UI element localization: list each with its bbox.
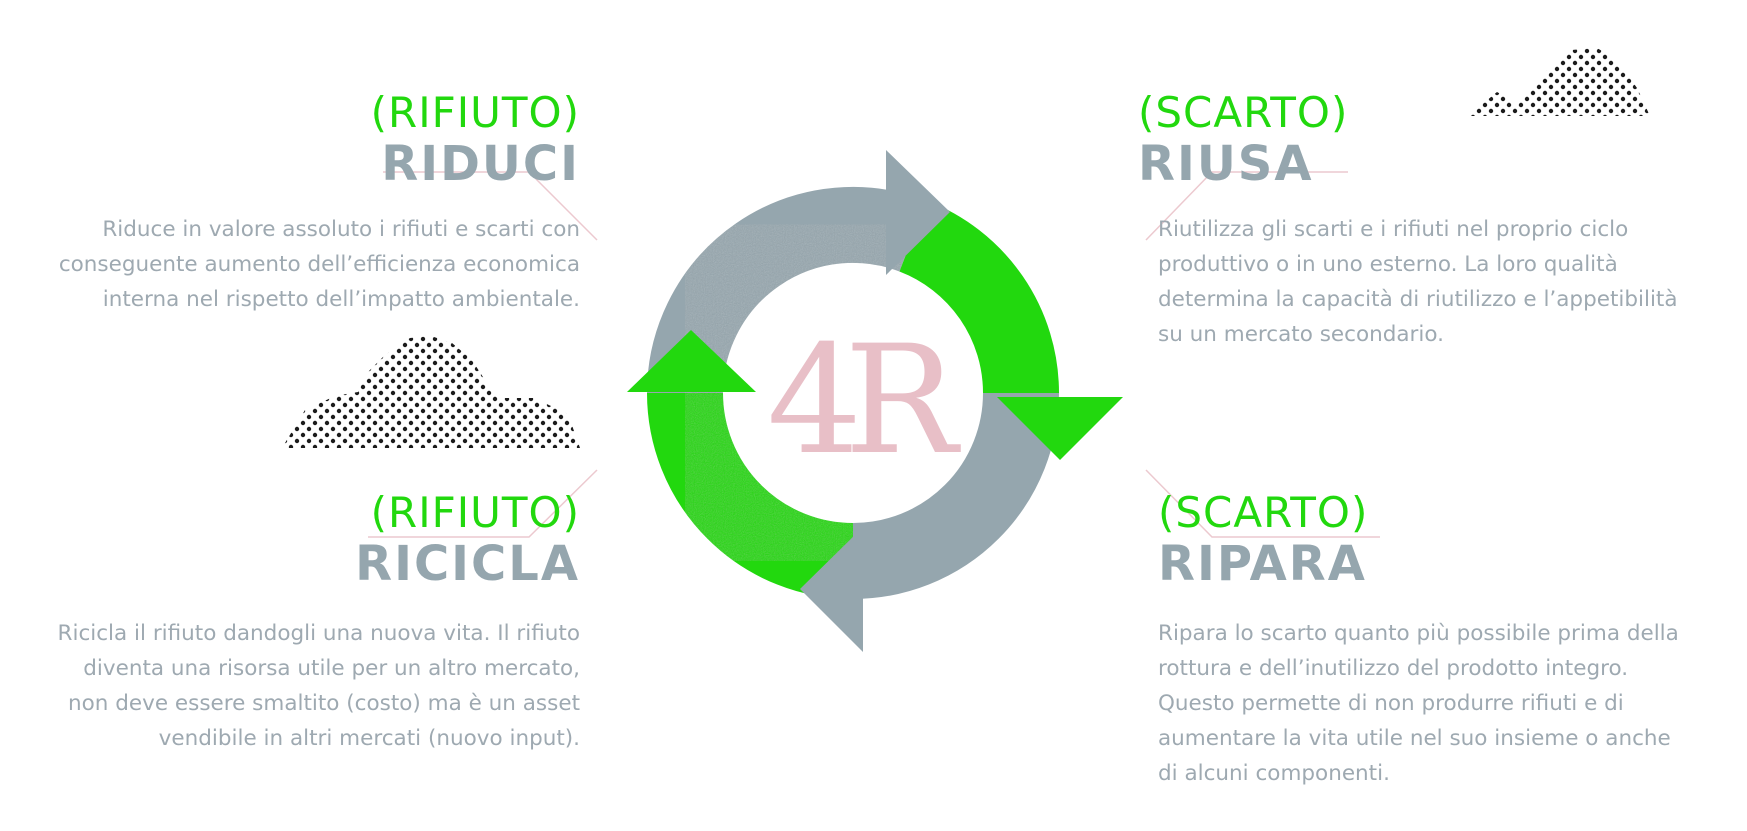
- cycle-arrowheads: [627, 150, 1123, 652]
- quadrant-tag: (RIFIUTO): [370, 488, 580, 537]
- quadrant-bottom-right: (SCARTO) RIPARA: [1158, 488, 1369, 592]
- description-line: Riduce in valore assoluto i rifiuti e sc…: [102, 217, 580, 242]
- quadrant-title: RIUSA: [1138, 136, 1314, 192]
- description-line: di alcuni componenti.: [1158, 761, 1390, 786]
- ring-arc-top-right: [898, 200, 1059, 395]
- quadrant-bottom-left: (RIFIUTO) RICICLA: [355, 488, 580, 592]
- quadrant-title: RIPARA: [1158, 536, 1367, 592]
- quadrant-description: Riduce in valore assoluto i rifiuti e sc…: [59, 212, 580, 317]
- quadrant-description: Ricicla il rifiuto dandogli una nuova vi…: [58, 616, 580, 756]
- description-line: conseguente aumento dell’efficienza econ…: [58, 252, 580, 277]
- connector-line-top-left: [383, 171, 598, 241]
- description-line: Riutilizza gli scarti e i rifiuti nel pr…: [1158, 217, 1629, 242]
- arrow-head-right: [997, 397, 1123, 460]
- arrow-head-bottom: [800, 527, 863, 652]
- description-line: Ricicla il rifiuto dandogli una nuova vi…: [57, 621, 580, 646]
- description-line: determina la capacità di riutilizzo e l’…: [1158, 287, 1678, 312]
- ring-arc-bottom-right: [852, 392, 1059, 599]
- connector-line-bottom-left: [368, 469, 598, 538]
- arrow-head-top: [886, 150, 950, 275]
- quadrant-description: Ripara lo scarto quanto più possibile pr…: [1158, 616, 1679, 791]
- connector-line-top-right: [1145, 171, 1348, 241]
- quadrant-description: Riutilizza gli scarti e i rifiuti nel pr…: [1158, 212, 1678, 352]
- quadrant-top-left: (RIFIUTO) RIDUCI: [370, 88, 580, 192]
- description-line: interna nel rispetto dell’impatto ambien…: [102, 287, 580, 312]
- connector-lines: [368, 171, 1380, 538]
- arrow-head-left: [627, 330, 756, 392]
- description-line: Ripara lo scarto quanto più possibile pr…: [1158, 621, 1679, 646]
- connector-line-bottom-right: [1145, 469, 1380, 538]
- quadrant-title: RIDUCI: [381, 136, 580, 192]
- quadrant-tag: (SCARTO): [1158, 488, 1369, 537]
- description-line: rottura e dell’inutilizzo del prodotto i…: [1158, 656, 1629, 681]
- quadrant-top-right: (SCARTO) RIUSA: [1138, 88, 1349, 192]
- description-line: produttivo o in uno esterno. La loro qua…: [1158, 252, 1618, 277]
- quadrant-tag: (SCARTO): [1138, 88, 1349, 137]
- description-line: Questo permette di non produrre rifiuti …: [1158, 691, 1624, 716]
- quadrant-title: RICICLA: [355, 536, 580, 592]
- dot-cloud-top-right: [1468, 48, 1650, 116]
- description-line: su un mercato secondario.: [1158, 322, 1444, 347]
- description-line: non deve essere smaltito (costo) ma è un…: [67, 691, 580, 716]
- dot-cloud-left: [282, 336, 580, 448]
- description-line: vendibile in altri mercati (nuovo input)…: [158, 726, 580, 751]
- description-line: diventa una risorsa utile per un altro m…: [83, 656, 580, 681]
- quadrant-tag: (RIFIUTO): [370, 88, 580, 137]
- description-line: aumentare la vita utile nel suo insieme …: [1158, 726, 1671, 751]
- center-logo: 4R: [767, 314, 961, 488]
